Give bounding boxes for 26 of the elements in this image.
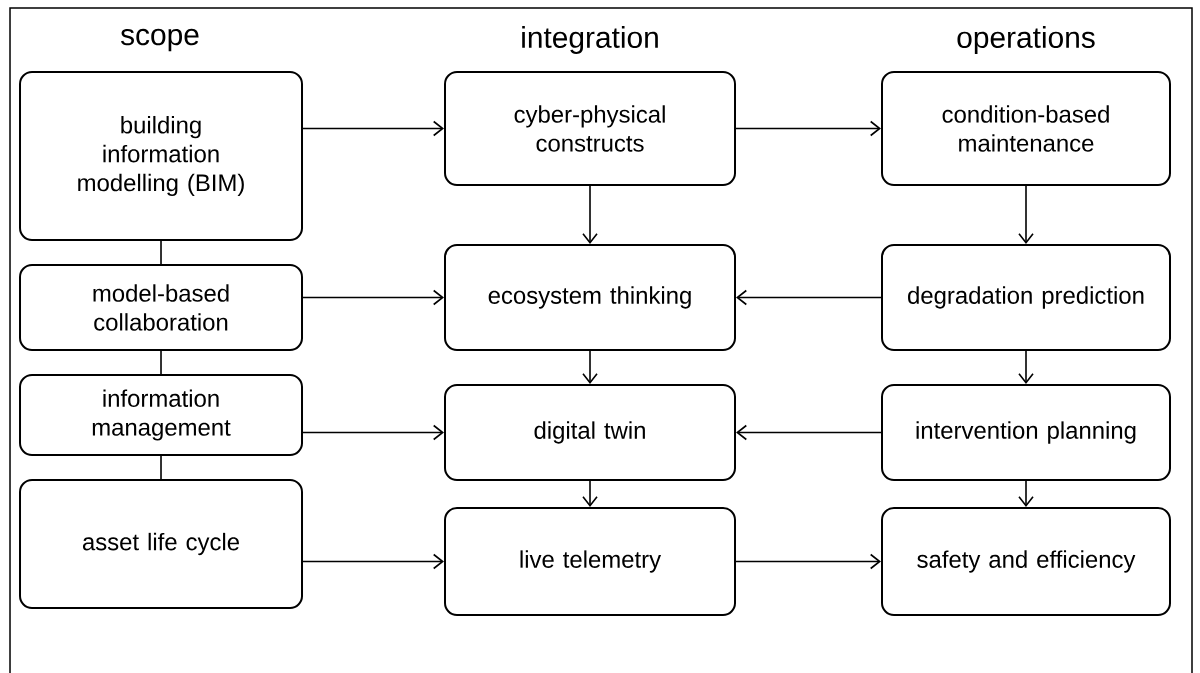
process-box: cyber-physical constructs [444, 71, 736, 186]
process-box: intervention planning [881, 384, 1171, 481]
process-box: model-based collaboration [19, 264, 303, 351]
arrow [582, 480, 598, 507]
process-box: digital twin [444, 384, 736, 481]
arrow [735, 553, 881, 570]
arrow [1018, 185, 1034, 244]
process-box: live telemetry [444, 507, 736, 616]
process-box: condition-based maintenance [881, 71, 1171, 186]
process-box: information management [19, 374, 303, 456]
process-box: building information modelling (BIM) [19, 71, 303, 241]
arrow [302, 424, 444, 441]
arrow [736, 289, 882, 306]
arrow [735, 120, 881, 137]
arrow [302, 553, 444, 570]
arrow [1018, 480, 1034, 507]
process-box: safety and efficiency [881, 507, 1171, 616]
process-box: ecosystem thinking [444, 244, 736, 351]
arrow [1018, 350, 1034, 384]
arrow [582, 185, 598, 244]
arrow [302, 120, 444, 137]
arrow [736, 424, 882, 441]
process-box: asset life cycle [19, 479, 303, 609]
process-box: degradation prediction [881, 244, 1171, 351]
arrow [302, 289, 444, 306]
arrow [582, 350, 598, 384]
